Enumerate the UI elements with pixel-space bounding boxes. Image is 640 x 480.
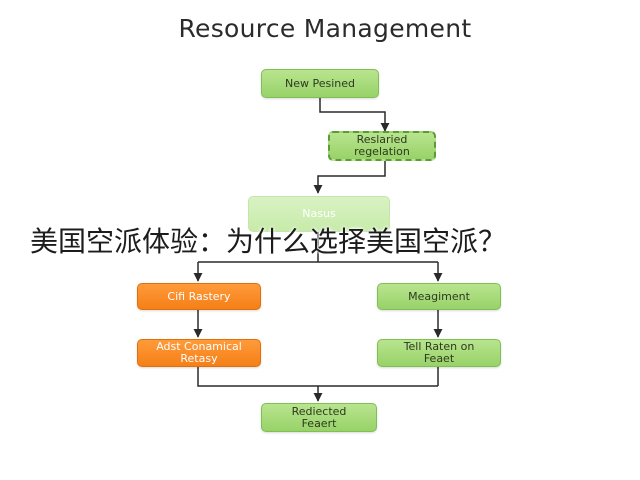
diagram-title: Resource Management xyxy=(178,14,472,43)
node-new-pesined: New Pesined xyxy=(261,69,379,98)
edge-nasus-to-branches xyxy=(198,230,438,263)
overlay-caption: 美国空派体验：为什么选择美国空派？ xyxy=(30,225,507,258)
node-reslaried-regelation: Reslaried regelation xyxy=(328,131,436,161)
node-cifi-rastery: Cifi Rastery xyxy=(137,283,261,310)
edge-new-to-reslaried xyxy=(319,97,390,132)
node-meagiment: Meagiment xyxy=(377,283,501,310)
edge-adst-to-merge xyxy=(197,367,439,387)
node-nasus: Nasus xyxy=(248,196,390,232)
node-tell-raten-on-feaet: Tell Raten on Feaet xyxy=(377,339,501,367)
node-adst-conamical-retasy: Adst Conamical Retasy xyxy=(137,339,261,367)
node-rediected-feaert: Rediected Feaert xyxy=(261,403,377,432)
edge-reslaried-to-nasus xyxy=(313,160,386,194)
